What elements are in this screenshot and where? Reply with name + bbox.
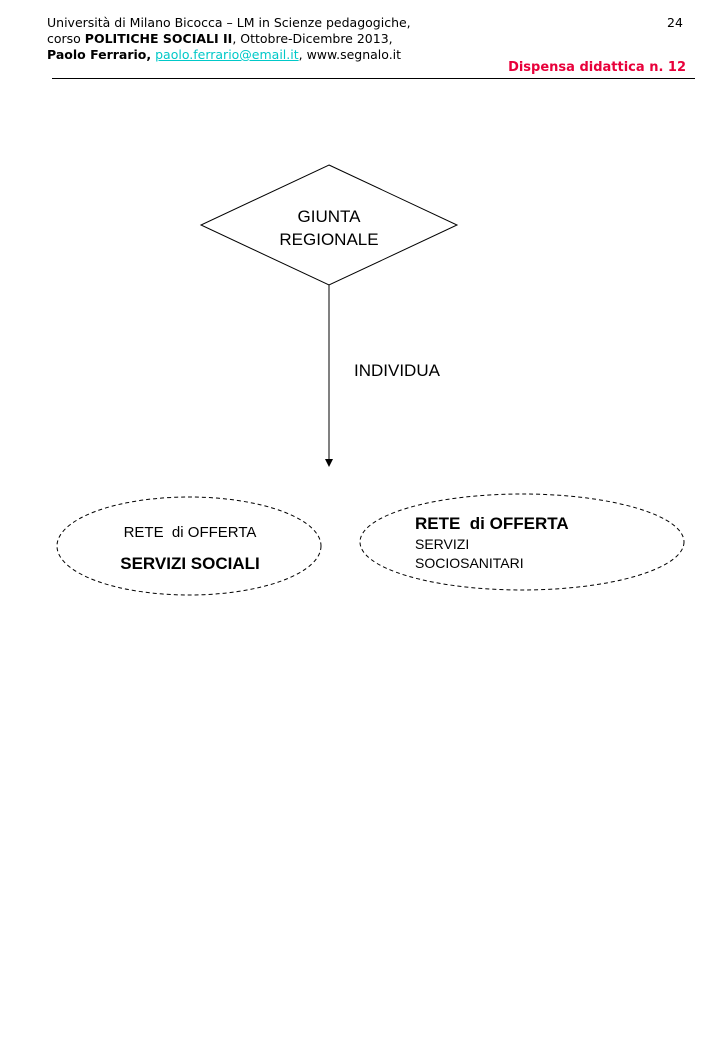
edge-label: INDIVIDUA xyxy=(354,361,440,380)
top-node-line-2: REGIONALE xyxy=(279,230,379,249)
right-ellipse xyxy=(359,493,685,591)
top-node-label: GIUNTA REGIONALE xyxy=(229,205,429,251)
header-line-2: corso POLITICHE SOCIALI II, Ottobre-Dice… xyxy=(47,31,411,47)
left-node-line-1: RETE di OFFERTA xyxy=(123,524,257,541)
arrow-head xyxy=(325,459,333,467)
right-node-line-1: RETE di OFFERTA xyxy=(415,514,569,533)
course-prefix: corso xyxy=(47,31,85,46)
author-name: Paolo Ferrario, xyxy=(47,47,152,62)
dispensa-label: Dispensa didattica n. 12 xyxy=(508,60,686,75)
website: , www.segnalo.it xyxy=(298,47,402,62)
right-node-line-2: SERVIZI xyxy=(415,536,470,552)
email-link[interactable]: paolo.ferrario@email.it xyxy=(155,47,299,62)
page-number: 24 xyxy=(667,15,683,30)
header-line-1: Università di Milano Bicocca – LM in Sci… xyxy=(47,15,411,30)
header-text: Università di Milano Bicocca – LM in Sci… xyxy=(47,15,411,63)
right-node-line-3: SOCIOSANITARI xyxy=(415,555,524,571)
left-node-line-2: SERVIZI SOCIALI xyxy=(120,554,260,573)
header-rule xyxy=(52,78,695,79)
course-dates: , Ottobre-Dicembre 2013, xyxy=(232,31,393,46)
header-line-3: Paolo Ferrario, paolo.ferrario@email.it,… xyxy=(47,47,411,63)
left-ellipse xyxy=(56,496,322,596)
top-node-line-1: GIUNTA xyxy=(297,207,361,226)
course-name: POLITICHE SOCIALI II xyxy=(84,31,233,46)
